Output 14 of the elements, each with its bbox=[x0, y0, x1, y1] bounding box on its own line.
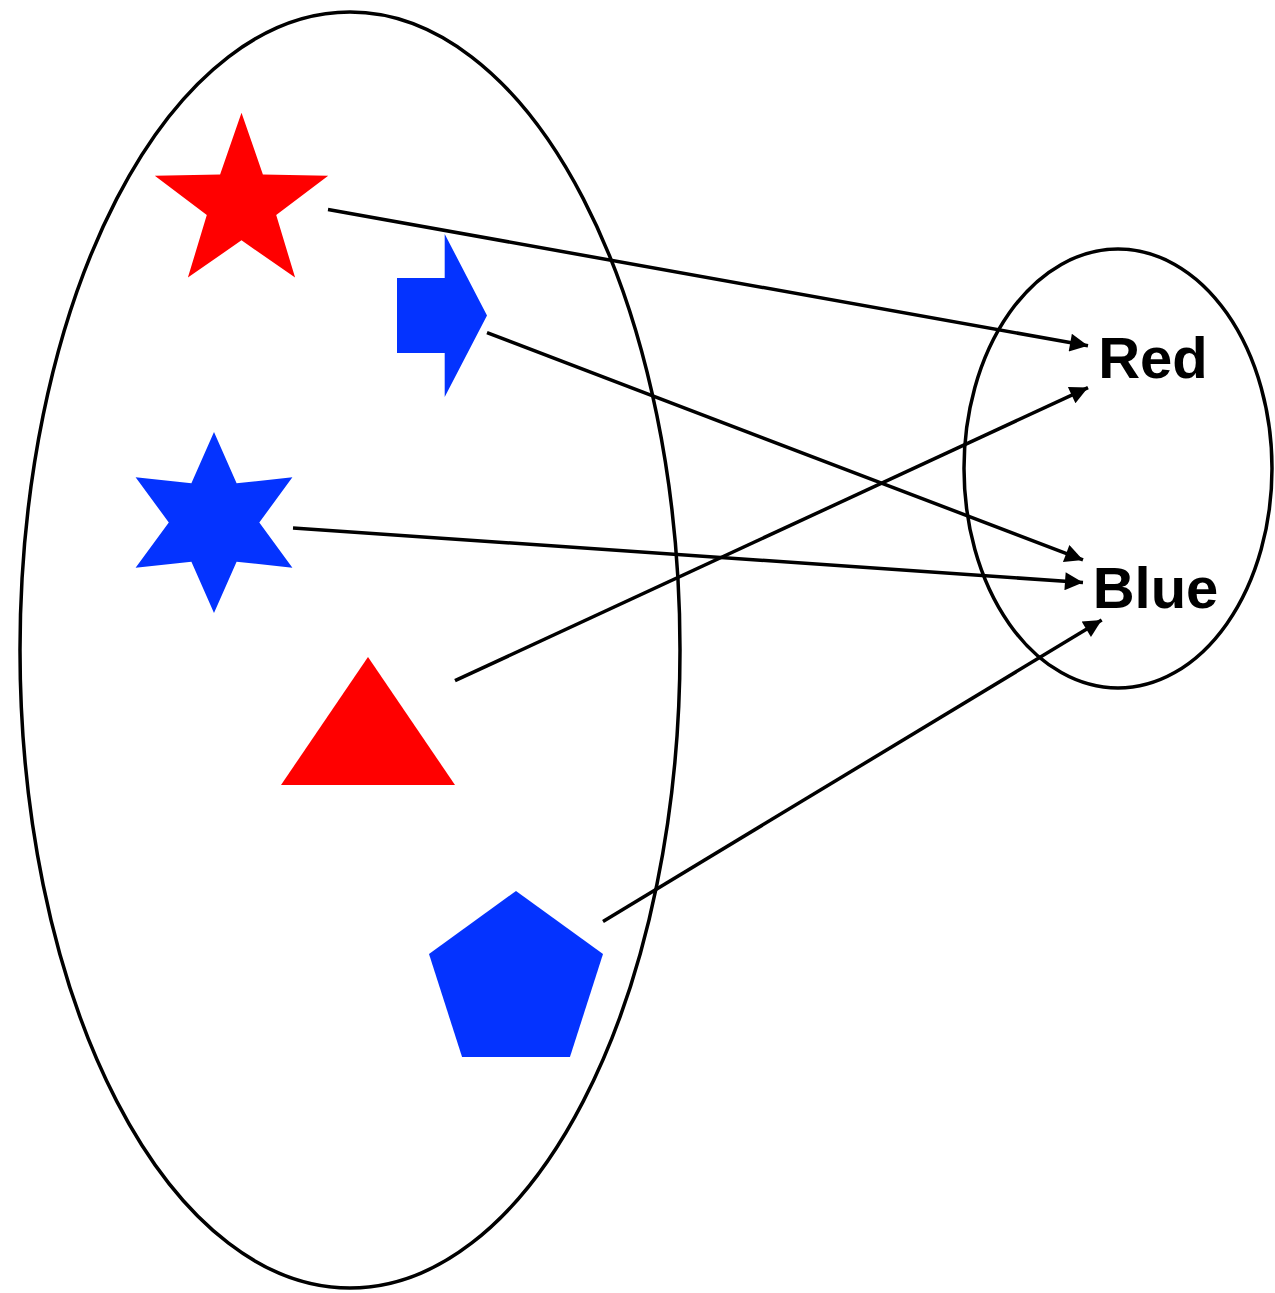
arrow bbox=[292, 526, 1084, 591]
arrow bbox=[486, 331, 1084, 562]
arrow bbox=[602, 618, 1103, 923]
triangle-shape bbox=[281, 657, 455, 785]
set-ellipse bbox=[18, 10, 682, 1290]
node-label: Red bbox=[1088, 325, 1218, 390]
set-ellipse bbox=[962, 247, 1274, 690]
arrow bbox=[327, 207, 1089, 352]
arrow-shape bbox=[397, 234, 487, 397]
arrow bbox=[454, 386, 1089, 683]
node-label: Blue bbox=[1083, 555, 1228, 620]
pentagon-shape bbox=[429, 891, 603, 1057]
star-shape bbox=[155, 112, 328, 276]
hexagram-shape bbox=[135, 432, 293, 613]
